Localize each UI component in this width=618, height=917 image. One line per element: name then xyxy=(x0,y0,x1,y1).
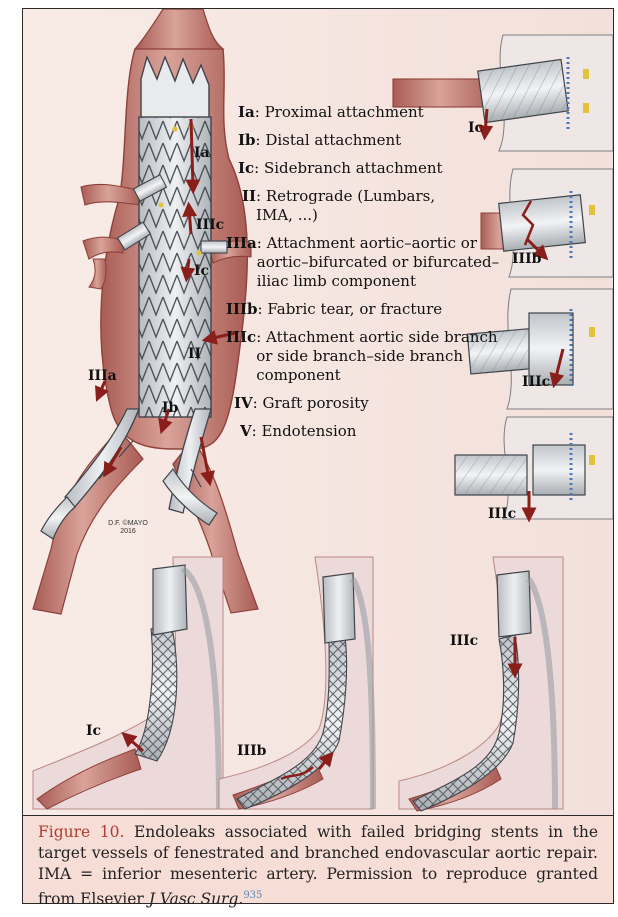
bottom-label-iiic: IIIc xyxy=(450,633,478,649)
legend-row-ic: Ic : Sidebranch attachment xyxy=(238,159,516,178)
legend-code: II xyxy=(242,187,256,225)
journal-name: J Vasc Surg. xyxy=(149,890,244,908)
figure-caption: Figure 10. Endoleaks associated with fai… xyxy=(23,815,613,903)
aorta-label-ia: Ia xyxy=(194,145,210,161)
legend-row-ia: Ia : Proximal attachment xyxy=(238,103,516,122)
legend-text: : Retrograde (Lumbars, IMA, ...) xyxy=(256,187,474,225)
legend-text: : Attachment aortic side branch or side … xyxy=(256,328,506,385)
bottom-label-ic: Ic xyxy=(86,723,101,739)
aorta-label-iiia: IIIa xyxy=(88,368,117,384)
inset-label-iiic-1: IIIc xyxy=(522,374,550,390)
figure-number: Figure 10. xyxy=(38,823,124,841)
legend-code: IIIb xyxy=(226,300,258,319)
legend-code: Ic xyxy=(238,159,254,178)
aorta-label-iiic: IIIc xyxy=(196,217,224,233)
legend-code: Ia xyxy=(238,103,255,122)
legend-text: : Attachment aortic–aortic or aortic–bif… xyxy=(257,234,518,291)
legend-code: IV xyxy=(234,394,253,413)
legend-code: V xyxy=(240,422,252,441)
bottom-label-iiib: IIIb xyxy=(237,743,266,759)
aorta-label-ib: Ib xyxy=(162,400,178,416)
legend-row-v: V : Endotension xyxy=(240,422,516,441)
reference-link[interactable]: 935 xyxy=(243,890,262,901)
legend-text: : Proximal attachment xyxy=(255,103,516,122)
legend-text: : Sidebranch attachment xyxy=(254,159,516,178)
legend-row-ii: II : Retrograde (Lumbars, IMA, ...) xyxy=(242,187,474,225)
inset-label-iiic-2: IIIc xyxy=(488,506,516,522)
legend-code: IIIa xyxy=(226,234,257,291)
legend-code: Ib xyxy=(238,131,256,150)
legend-row-ib: Ib : Distal attachment xyxy=(238,131,516,150)
legend-text: : Graft porosity xyxy=(253,394,516,413)
aorta-label-ic: Ic xyxy=(194,263,209,279)
legend-row-iiib: IIIb : Fabric tear, or fracture xyxy=(226,300,516,319)
legend-text: : Distal attachment xyxy=(256,131,516,150)
legend-text: : Endotension xyxy=(252,422,516,441)
legend-code: IIIc xyxy=(226,328,256,385)
legend-row-iiic: IIIc : Attachment aortic side branch or … xyxy=(226,328,506,385)
legend-text: : Fabric tear, or fracture xyxy=(258,300,516,319)
legend-row-iv: IV : Graft porosity xyxy=(234,394,516,413)
aorta-label-ii: II xyxy=(188,346,201,362)
artist-signature: D.F. ©MAYO 2016 xyxy=(108,520,148,536)
endoleak-legend: Ia : Proximal attachment Ib : Distal att… xyxy=(226,103,516,450)
legend-row-iiia: IIIa : Attachment aortic–aortic or aorti… xyxy=(226,234,518,291)
